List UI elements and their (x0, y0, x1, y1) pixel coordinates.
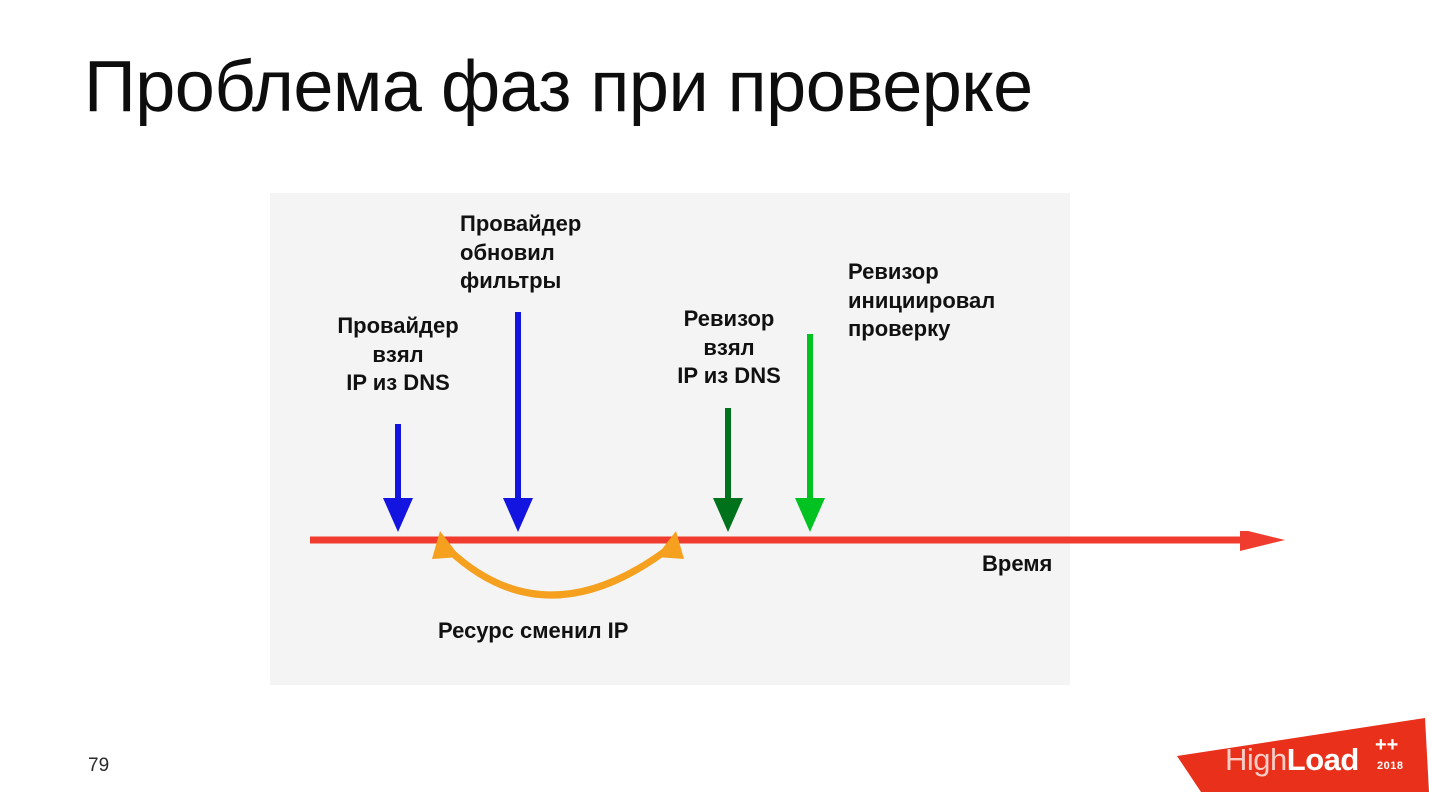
logo-wordmark: HighLoad (1225, 742, 1359, 778)
page-title: Проблема фаз при проверке (84, 47, 1033, 127)
ip-change-arc-icon (420, 523, 700, 613)
time-axis-label: Время (982, 551, 1053, 576)
event-label-provider-got-ip: Провайдер взял IP из DNS (337, 313, 459, 396)
logo-high: High (1225, 742, 1287, 777)
logo-year: 2018 (1377, 760, 1404, 772)
event-marker-provider-got-ip (383, 424, 413, 532)
event-label-provider-updated-filters: Провайдер обновил фильтры (460, 211, 582, 294)
logo-load: Load (1286, 742, 1360, 777)
event-label-revizor-got-ip: Ревизор взял IP из DNS (677, 306, 781, 389)
diagram-panel: Время Ресурс сменил IP (270, 193, 1285, 685)
highload-logo: HighLoad ++ 2018 (1177, 716, 1429, 796)
event-marker-revizor-got-ip (713, 408, 743, 532)
ip-change-label: Ресурс сменил IP (438, 618, 629, 643)
event-label-revizor-started-check: Ревизор инициировал проверку (848, 259, 996, 342)
event-marker-revizor-started-check (795, 334, 825, 532)
logo-plusplus: ++ (1375, 734, 1399, 756)
page-number: 79 (88, 755, 110, 776)
timeline-axis (310, 529, 1285, 557)
event-marker-provider-updated-filters (503, 312, 533, 532)
